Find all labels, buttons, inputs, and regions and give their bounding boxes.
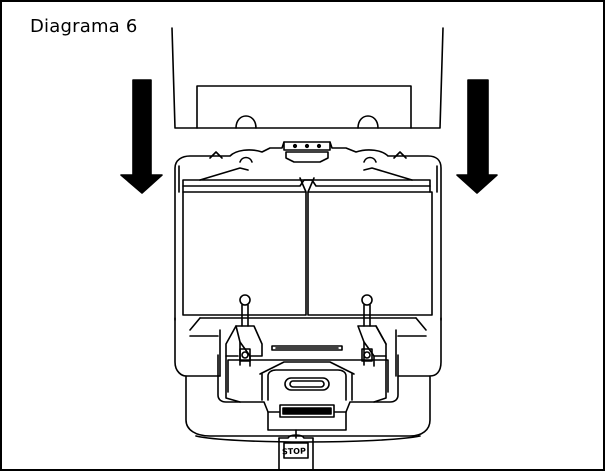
stop-tag-label: STOP [281,446,307,457]
base-housing [174,317,442,437]
left-down-arrow-icon [120,79,163,194]
right-valve-lever [357,294,387,403]
right-tank [307,177,433,316]
right-down-arrow-icon [456,79,498,194]
top-cover [171,27,444,129]
drip-tray [217,345,399,431]
stop-tag [278,429,314,471]
left-valve-lever [225,294,263,403]
bottom-plate [195,435,421,443]
appliance-body [174,141,442,321]
diagram-title: Diagrama 6 [30,16,138,37]
left-tank [182,177,307,316]
